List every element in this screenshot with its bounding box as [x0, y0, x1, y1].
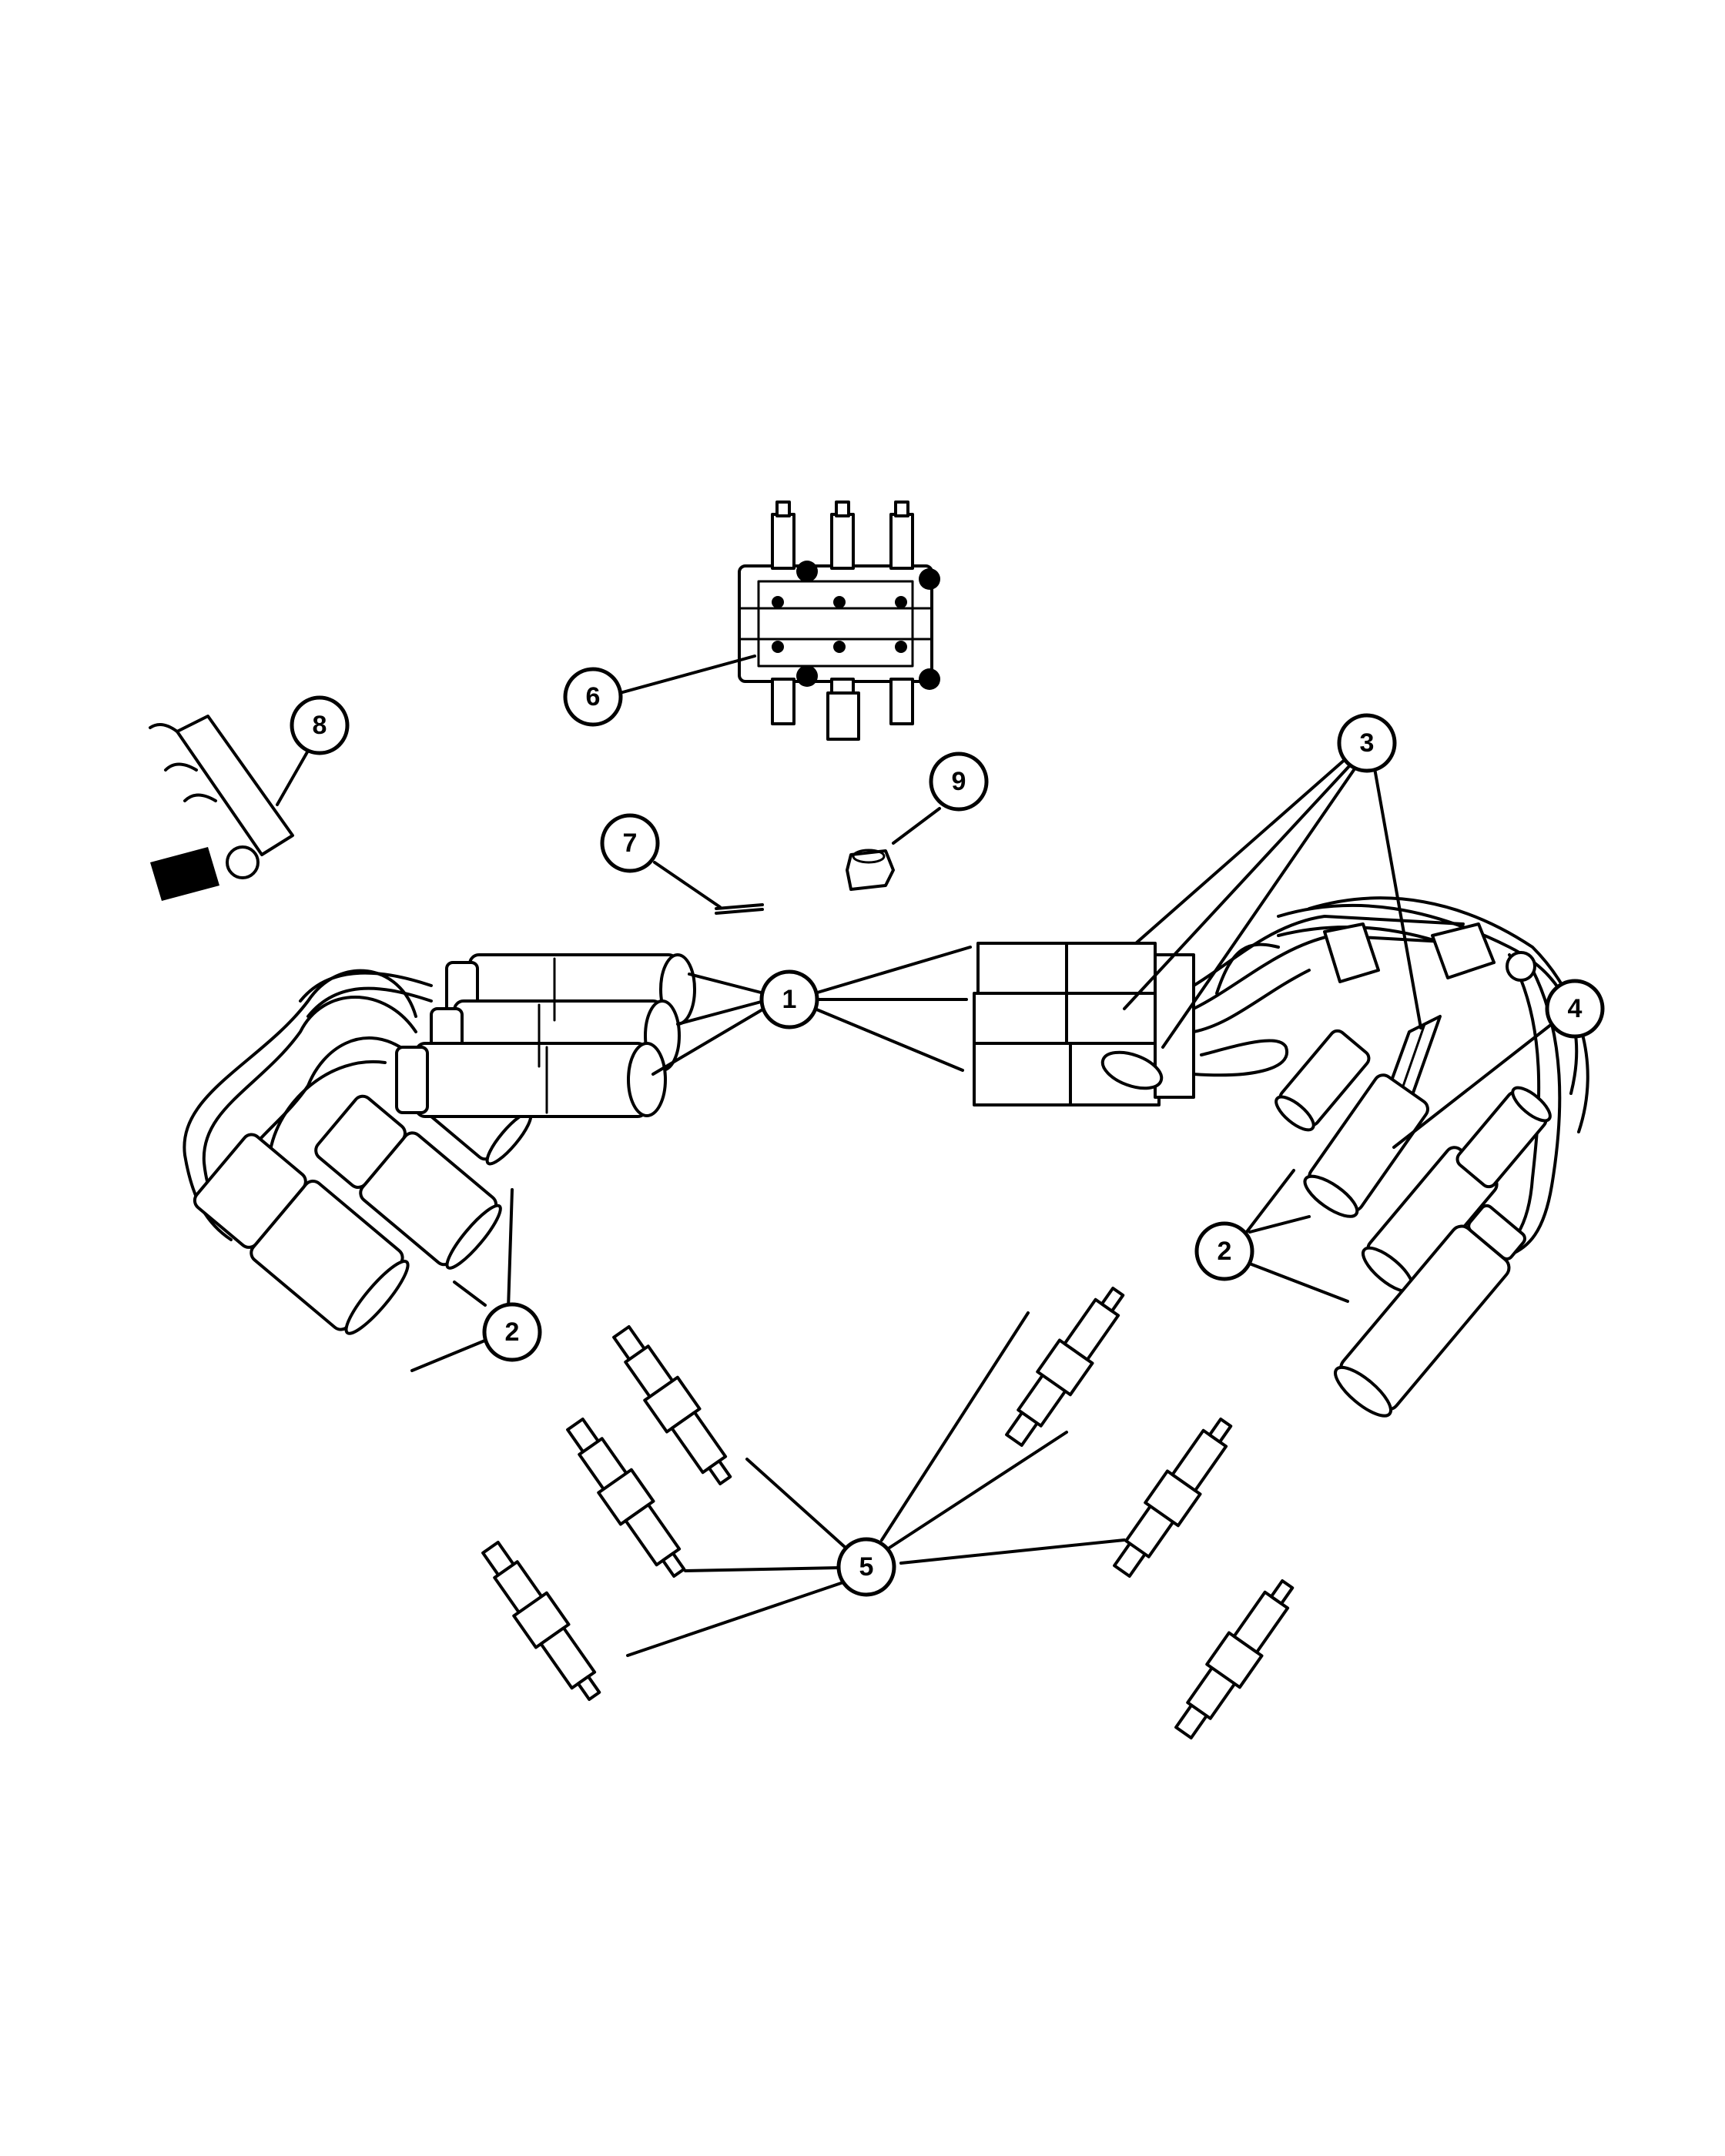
ignition-coil-pack	[738, 500, 940, 741]
callout-5: 5	[836, 1537, 896, 1597]
spark-plug	[1113, 1418, 1233, 1578]
callout-2-left-label: 2	[505, 1317, 520, 1347]
callout-7: 7	[600, 813, 660, 873]
coil-wire-boots-right	[973, 915, 1472, 1106]
callout-8-label: 8	[313, 711, 327, 740]
callout-2-left: 2	[482, 1302, 542, 1362]
callout-9: 9	[929, 752, 989, 812]
callout-4: 4	[1545, 979, 1605, 1039]
callout-2-right-label: 2	[1218, 1237, 1232, 1266]
callout-8: 8	[290, 695, 350, 755]
callout-3: 3	[1337, 713, 1397, 773]
wire-separator-bracket	[149, 715, 294, 901]
callout-3-label: 3	[1360, 728, 1375, 758]
spark-plugs	[481, 1287, 1295, 1739]
callout-4-label: 4	[1568, 994, 1583, 1023]
callout-9-label: 9	[952, 767, 966, 796]
clip	[715, 903, 764, 915]
spark-plug	[612, 1325, 732, 1485]
callout-1-label: 1	[782, 985, 797, 1014]
callout-1: 1	[759, 969, 819, 1029]
left-bank-ignition-wires	[183, 969, 533, 1335]
callout-6: 6	[563, 667, 623, 727]
spark-plug	[1005, 1287, 1125, 1447]
callout-7-label: 7	[623, 829, 638, 858]
callout-5-label: 5	[859, 1552, 874, 1582]
callout-6-label: 6	[586, 682, 601, 711]
nut	[846, 849, 895, 891]
callout-2-right: 2	[1194, 1221, 1254, 1281]
leader-lines	[276, 654, 1553, 1657]
right-bank-ignition-wires	[1274, 896, 1589, 1418]
coil-wire-boots-left	[395, 953, 696, 1118]
spark-plug	[1174, 1579, 1295, 1739]
spark-plug	[566, 1418, 686, 1578]
spark-plug	[481, 1541, 601, 1701]
